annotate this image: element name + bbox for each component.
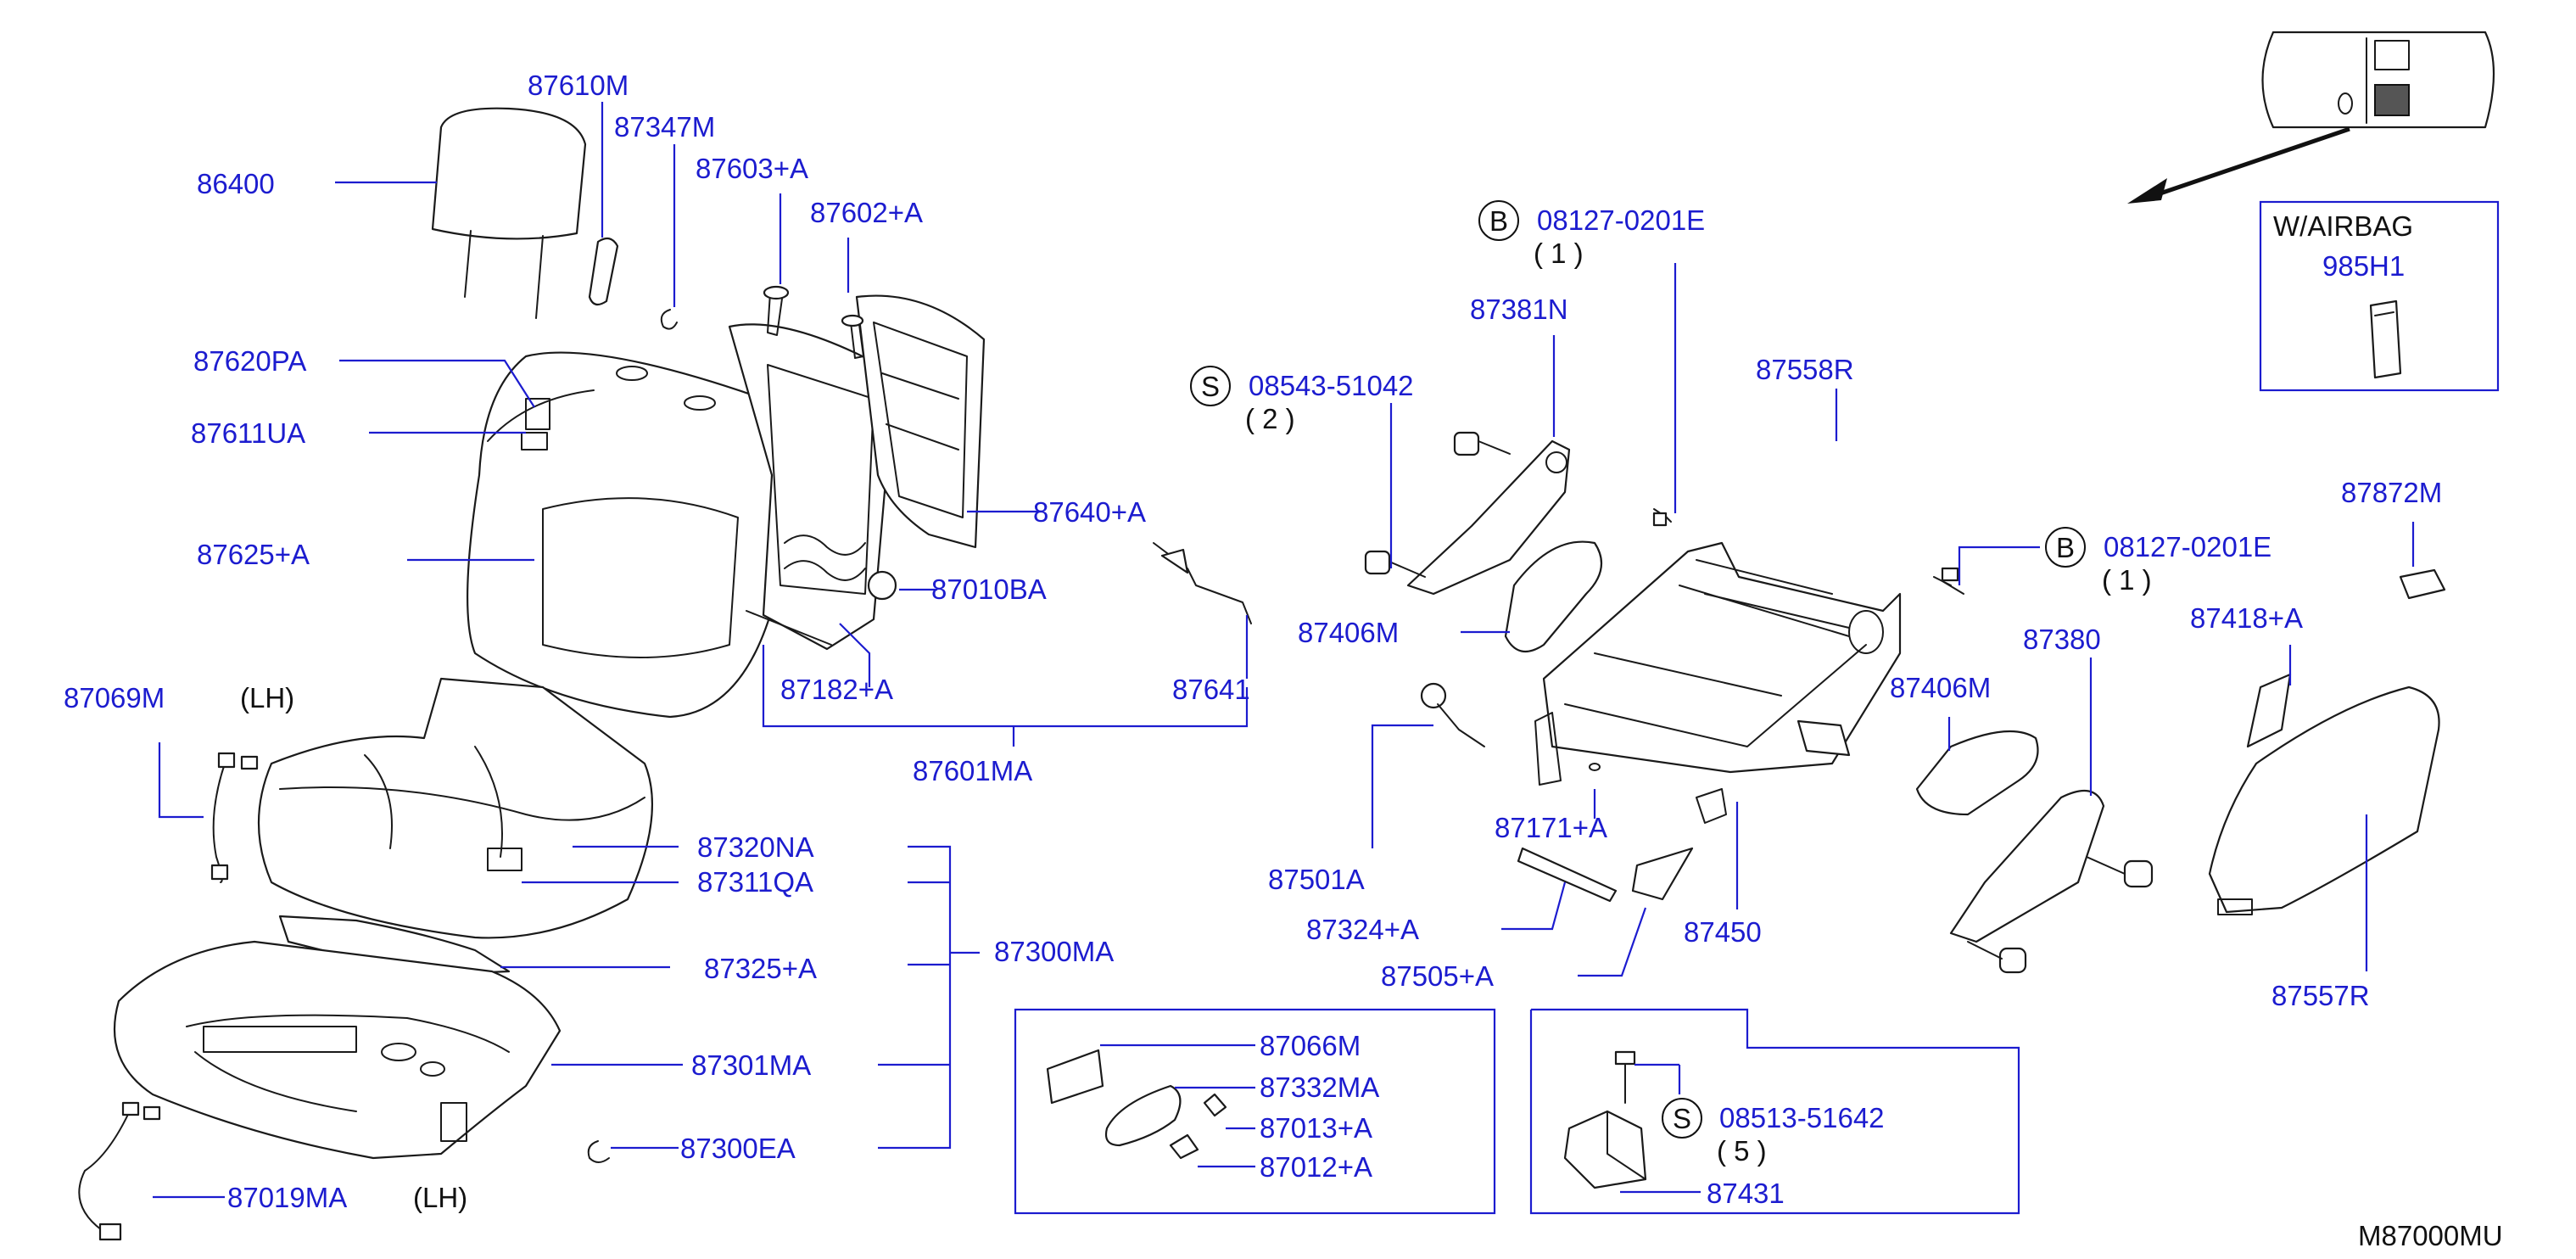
cover-87406M-right-part [1915, 730, 2039, 816]
fastener-quantity: ( 1 ) [1534, 238, 1584, 269]
part-87418A-label: 87418+A [2190, 602, 2303, 634]
knob-87418A-part [2246, 673, 2292, 748]
vehicle-locator-icon [2127, 31, 2495, 204]
nut-87010BA-part [867, 570, 897, 601]
strip-87324A-part [1517, 847, 1618, 903]
recliner-87380-part [1949, 789, 2154, 974]
part-87325A-label: 87325+A [704, 953, 817, 984]
part-87320NA-label: 87320NA [697, 831, 814, 863]
airbag-variant-box: W/AIRBAG 985H1 [2259, 200, 2500, 392]
leader-lines [153, 102, 2415, 1199]
lh-qualifier: (LH) [240, 682, 294, 713]
clip-87171A-part [1589, 763, 1601, 771]
slide-bracket-87381N-part [1406, 439, 1571, 596]
fastener-08543-51042-label: 08543-51042 [1249, 370, 1414, 401]
part-87603A-label: 87603+A [696, 153, 808, 184]
part-87069M-label: 87069M [64, 682, 165, 713]
diagram-code-label: M87000MU [2358, 1220, 2503, 1251]
callout-B-1: B 08127-0201E ( 1 ) [1478, 200, 1705, 269]
part-87406M-label: 87406M [1890, 672, 1991, 703]
fastener-08127-0201E-label: 08127-0201E [2104, 531, 2271, 562]
part-87406M-label: 87406M [1298, 617, 1399, 648]
part-87013A-label: 87013+A [1260, 1112, 1372, 1144]
part-87300MA-label: 87300MA [994, 936, 1114, 967]
part-87012A-label: 87012+A [1260, 1151, 1372, 1183]
harness-87019MA-part [78, 1101, 161, 1241]
seat-adjuster-frame-part [1534, 541, 1902, 824]
kit-box-87066M [1014, 1008, 1496, 1215]
headrest-guide-part [588, 237, 619, 306]
callout-letter: B [1489, 205, 1508, 237]
part-87431-label: 87431 [1707, 1178, 1785, 1209]
seat-back-frame-part [728, 285, 897, 651]
fastener-08513-51642-label: 08513-51642 [1719, 1102, 1885, 1133]
part-87324A-label: 87324+A [1306, 914, 1419, 945]
part-87182A-label: 87182+A [780, 674, 893, 705]
seat-cushion-part [257, 677, 654, 939]
part-87602A-label: 87602+A [810, 197, 923, 228]
part-87010BA-label: 87010BA [931, 574, 1047, 605]
airbag-variant-title: W/AIRBAG [2273, 210, 2413, 242]
seat-back-cushion-part [467, 351, 785, 719]
part-87641-label: 87641 [1172, 674, 1250, 705]
airbag-module-part [2369, 299, 2402, 379]
part-87301MA-label: 87301MA [691, 1049, 811, 1081]
callout-S-4: S 08513-51642 ( 5 ) [1662, 1098, 1885, 1167]
part-87332MA-label: 87332MA [1260, 1072, 1379, 1103]
fastener-08127-0201E-label: 08127-0201E [1537, 204, 1705, 236]
part-87505A-label: 87505+A [1381, 960, 1494, 992]
harness-87501A-part [1420, 682, 1485, 747]
plate-87558R-part [1796, 719, 1851, 757]
part-87380-label: 87380 [2023, 624, 2101, 655]
part-87311QA-label: 87311QA [697, 866, 813, 898]
callout-S-2: S 08543-51042 ( 2 ) [1190, 366, 1414, 434]
part-86400-label: 86400 [197, 168, 275, 199]
part-labels: 86400 87610M 87347M 87603+A 87602+A 8762… [64, 70, 2442, 1213]
callout-B-3: B 08127-0201E ( 1 ) [2045, 527, 2271, 596]
part-87381N-label: 87381N [1470, 294, 1568, 325]
part-87601MA-label: 87601MA [913, 755, 1032, 786]
seat-cushion-frame-part [113, 940, 562, 1160]
part-87171A-label: 87171+A [1495, 812, 1607, 843]
part-87640A-label: 87640+A [1033, 496, 1146, 528]
part-87558R-label: 87558R [1756, 354, 1854, 385]
callout-letter: S [1673, 1103, 1691, 1134]
part-87019MA-label: 87019MA [227, 1182, 347, 1213]
callout-letter: B [2056, 532, 2075, 563]
part-87450-label: 87450 [1684, 916, 1762, 948]
part-87300EA-label: 87300EA [680, 1133, 796, 1164]
fastener-quantity: ( 1 ) [2102, 564, 2152, 596]
headrest-part [431, 107, 587, 319]
part-87620PA-label: 87620PA [193, 345, 306, 377]
cover-87505A-part [1631, 847, 1694, 901]
part-87347M-label: 87347M [614, 111, 715, 143]
clip-87300EA-part [587, 1140, 610, 1163]
part-87872M-label: 87872M [2341, 477, 2442, 508]
cover-87557R-part [2208, 685, 2440, 914]
part-87611UA-label: 87611UA [191, 417, 305, 449]
cover-87406M-left-part [1504, 540, 1603, 653]
seat-back-board-part [841, 294, 986, 549]
clip-87347M-part [660, 309, 678, 330]
part-87066M-label: 87066M [1260, 1030, 1361, 1061]
bracket-box-87431 [1529, 1008, 2020, 1215]
fastener-quantity: ( 5 ) [1717, 1135, 1767, 1167]
fastener-quantity: ( 2 ) [1245, 403, 1295, 434]
part-87501A-label: 87501A [1268, 864, 1365, 895]
bolt-08543-51042-part [1364, 431, 1511, 578]
part-87610M-label: 87610M [528, 70, 629, 101]
part-985H1-label: 985H1 [2322, 250, 2405, 282]
callout-letter: S [1201, 371, 1220, 402]
harness-87069M-part [210, 752, 259, 883]
cap-87872M-part [2399, 568, 2446, 600]
lh-qualifier: (LH) [413, 1182, 467, 1213]
part-87557R-label: 87557R [2271, 980, 2370, 1011]
part-87625A-label: 87625+A [197, 539, 310, 570]
